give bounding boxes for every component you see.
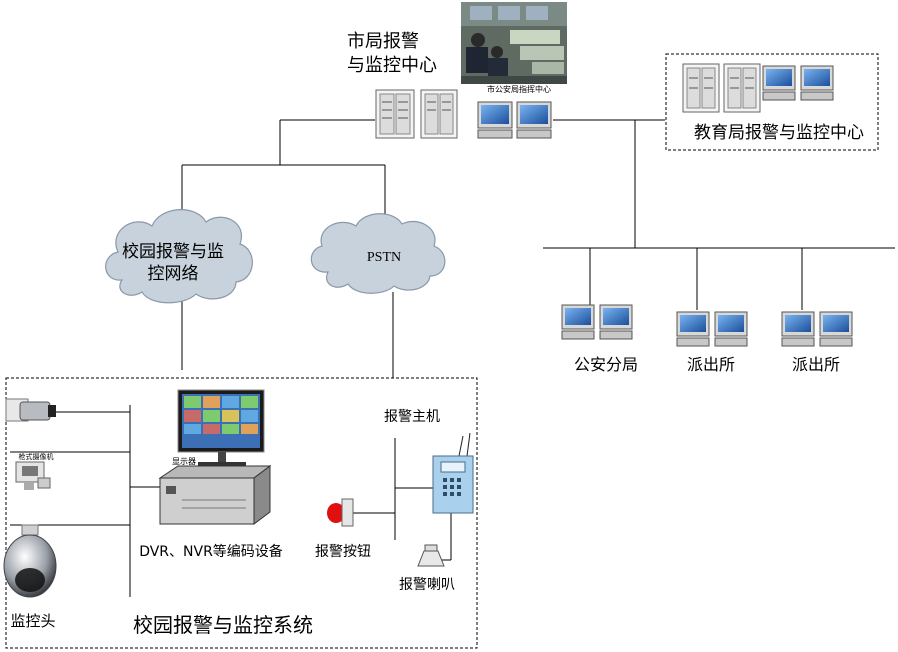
education-center-label: 教育局报警与监控中心 (694, 123, 864, 143)
alarm-speaker-icon (417, 544, 445, 567)
dome-camera-icon (3, 524, 57, 598)
photo-caption: 市公安局指挥中心 (487, 84, 551, 94)
box-camera-icon (5, 398, 56, 422)
dvr-label: DVR、NVR等编码设备 (139, 543, 283, 560)
alarm-button-label: 报警按钮 (315, 544, 371, 560)
connection-lines (10, 119, 895, 597)
alarm-host-label: 报警主机 (384, 409, 440, 425)
branch-label-1: 公安分局 (574, 355, 638, 374)
branch-3-monitor-icon (781, 311, 853, 347)
branch-1-monitor-icon (561, 304, 633, 340)
campus-system-title: 校园报警与监控系统 (133, 613, 313, 637)
camcorder-icon (15, 461, 51, 490)
city-monitor-icon (477, 101, 552, 139)
city-center-label-2: 与监控中心 (347, 55, 437, 76)
command-center-photo (461, 2, 567, 84)
campus-system-box (5, 377, 478, 649)
campus-network-label-2: 控网络 (148, 264, 199, 284)
education-monitor-icon (762, 65, 834, 101)
monitor-caption: 显示器 (172, 457, 196, 466)
city-center-label-1: 市局报警 (347, 31, 419, 52)
branch-2-monitor-icon (676, 311, 748, 347)
camcorder-caption: 枪式摄像机 (19, 452, 54, 461)
branch-label-2: 派出所 (687, 355, 735, 374)
campus-network-label-1: 校园报警与监 (122, 242, 224, 262)
branch-label-3: 派出所 (792, 355, 840, 374)
pstn-label: PSTN (367, 250, 401, 265)
camera-label: 监控头 (10, 612, 55, 630)
dvr-device-icon (158, 465, 272, 525)
campus-network-cloud: 校园报警与监 控网络 (105, 209, 253, 304)
pstn-cloud: PSTN (310, 213, 446, 294)
education-center-box (665, 53, 879, 151)
alarm-speaker-label: 报警喇叭 (399, 577, 455, 593)
education-server-icon (682, 63, 761, 113)
alarm-host-icon (432, 432, 474, 514)
alarm-button-icon (327, 498, 354, 527)
city-server-icon (375, 89, 458, 139)
display-monitor-icon (177, 389, 265, 468)
